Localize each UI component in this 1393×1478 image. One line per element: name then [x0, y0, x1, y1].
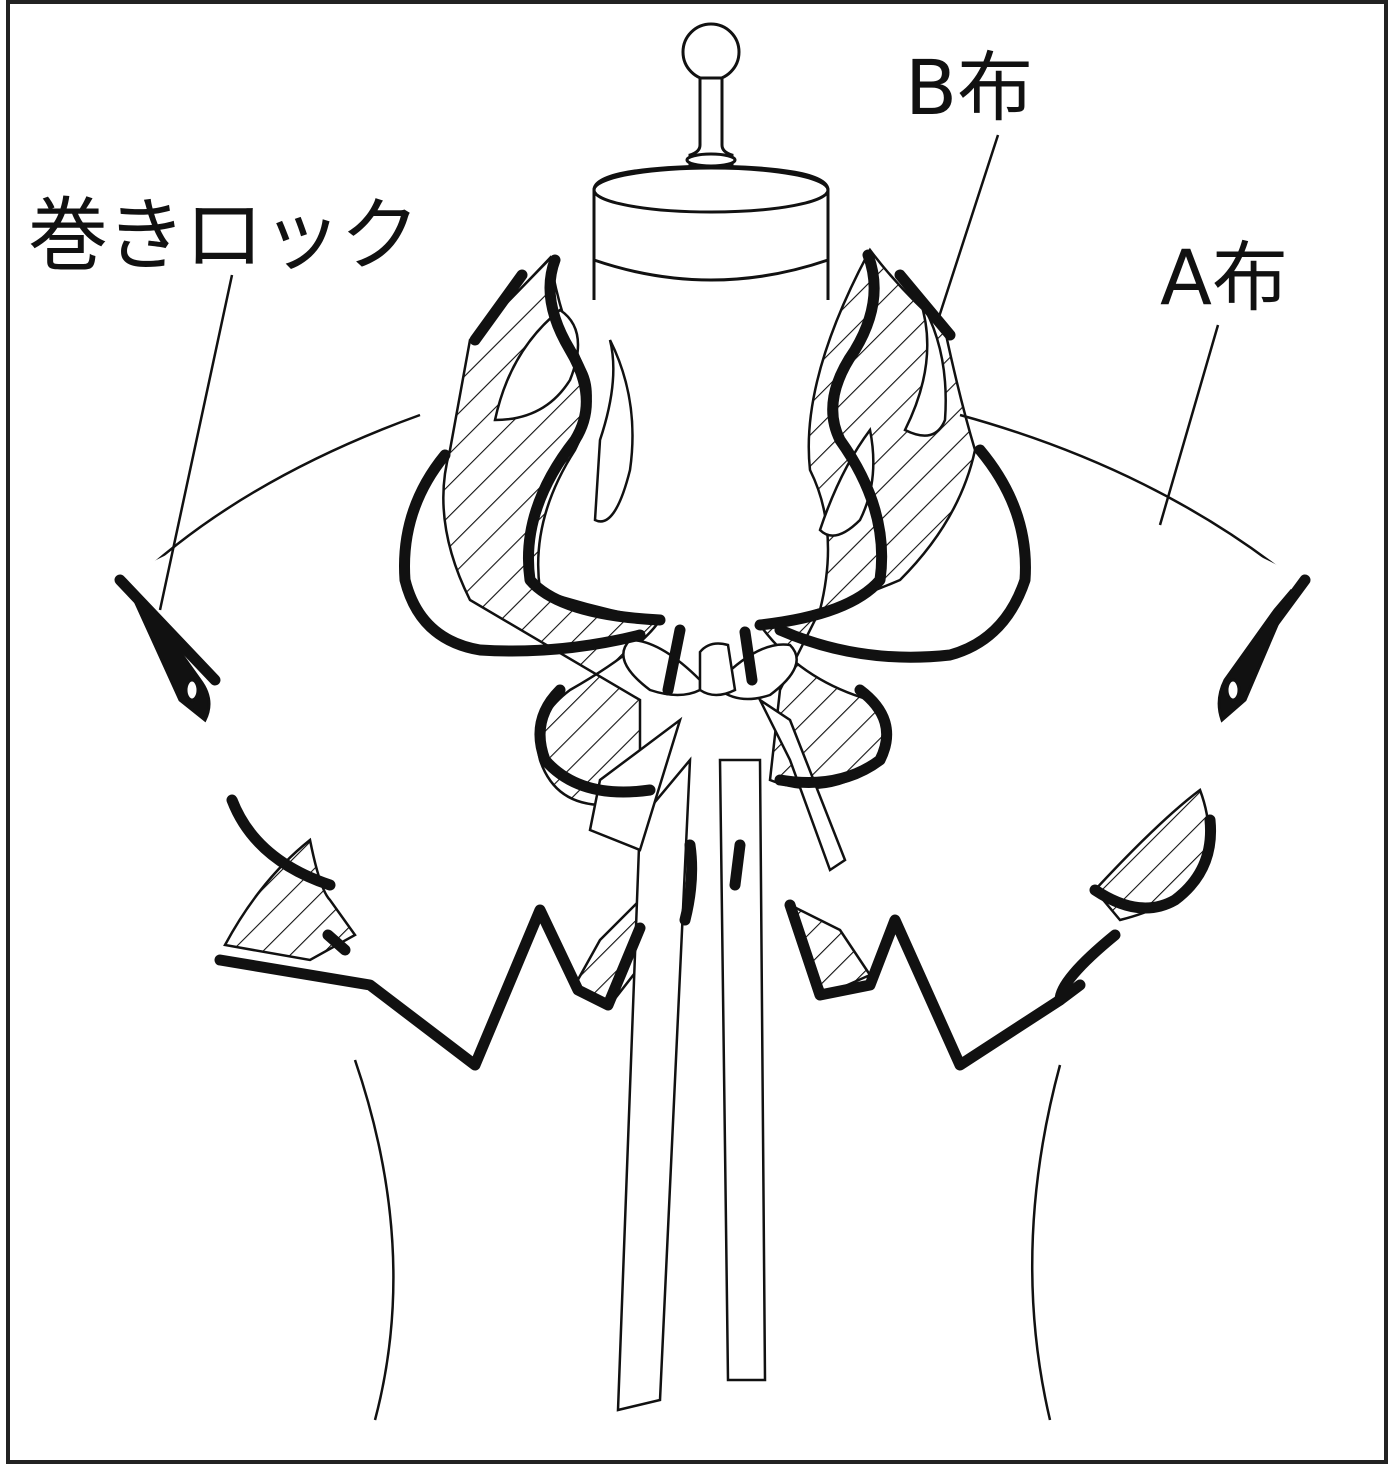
ribbon-loop-left	[622, 638, 702, 697]
label-fabric-a: A布	[1160, 233, 1288, 322]
ribbon-tail-left-short	[588, 716, 683, 852]
frame-border	[6, 0, 1388, 1464]
leader-fabric-a	[1158, 324, 1220, 526]
leader-rolled-hem	[158, 274, 234, 611]
fabric-b-left-flare	[223, 837, 357, 962]
ribbon-knot	[698, 642, 737, 697]
ribbon-tail-right-long	[718, 758, 767, 1382]
leader-fabric-b	[936, 134, 1000, 321]
ribbon-loop-right	[718, 643, 798, 701]
ribbon-tail-left-long	[616, 756, 692, 1412]
mannequin	[592, 22, 830, 300]
mannequin-knob	[681, 22, 741, 82]
rolled-hem-edges	[114, 249, 1311, 1071]
rolled-hem-right-point	[1217, 589, 1294, 723]
leader-lines	[158, 134, 1220, 611]
fabric-a-cape	[120, 500, 1305, 1065]
label-fabric-b: B布	[905, 43, 1034, 132]
rolled-hem-left-point	[128, 588, 211, 723]
label-rolled-hem: 巻きロック	[28, 189, 420, 282]
